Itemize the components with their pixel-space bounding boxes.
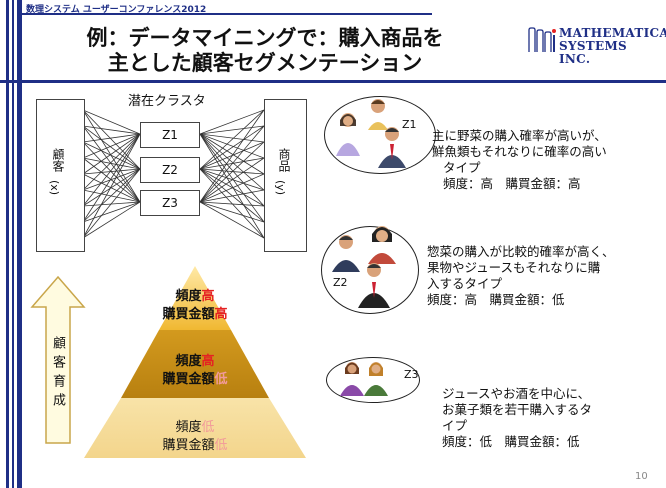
latent-cluster-label: 潜在クラスタ xyxy=(128,94,206,109)
pyramid-top-tier xyxy=(159,266,231,330)
logo-line2: SYSTEMS INC. xyxy=(559,39,628,66)
page-title-line1: 例：データマイニングで：購入商品を xyxy=(86,26,444,50)
logo-mark-icon xyxy=(528,27,556,52)
segment-z3-desc-4: 頻度：低 購買金額：低 xyxy=(442,434,580,449)
amount-value: 低 xyxy=(214,372,228,387)
pyramid-top-amount: 購買金額高 xyxy=(120,306,270,324)
customer-box: 顧客 (x) xyxy=(36,99,85,252)
growth-arrow-label: 顧客育成 xyxy=(50,336,65,412)
freq-label: 頻度 xyxy=(175,420,202,435)
segment-z3-label: Z3 xyxy=(404,368,419,381)
segment-z3-desc-1: ジュースやお酒を中心に、 xyxy=(442,386,591,401)
pyramid-middle-tier xyxy=(121,330,269,398)
left-bar-outer xyxy=(6,0,9,488)
segment-z1-label: Z1 xyxy=(402,118,417,131)
pyramid-bottom-tier xyxy=(84,398,306,458)
customer-pyramid xyxy=(84,266,306,458)
segment-z1-desc-4: 頻度：高 購買金額：高 xyxy=(443,176,581,191)
freq-label: 頻度 xyxy=(175,289,202,304)
product-label: 商品 xyxy=(277,148,291,172)
segment-z3-desc-3: イプ xyxy=(442,418,468,433)
amount-label: 購買金額 xyxy=(162,307,215,322)
amount-label: 購買金額 xyxy=(162,438,215,453)
segment-z2-desc-2: 果物やジュースもそれなりに購 xyxy=(427,260,601,275)
conference-name: 数理システム ユーザーコンファレンス2012 xyxy=(26,5,207,15)
segment-z2-desc-3: 入するタイプ xyxy=(427,276,503,291)
segment-z2-label: Z2 xyxy=(333,276,348,289)
product-variable: (y) xyxy=(274,180,287,196)
segment-z2-desc-1: 惣菜の購入が比較的確率が高く、 xyxy=(427,244,615,259)
segment-z1-desc-1: 主に野菜の購入確率が高いが、 xyxy=(432,128,607,143)
page-number: 10 xyxy=(635,471,648,482)
pyramid-bottom-amount: 購買金額低 xyxy=(120,437,270,455)
cluster-z3-box: Z3 xyxy=(140,190,200,216)
cluster-z1-box: Z1 xyxy=(140,122,200,148)
pyramid-top-freq: 頻度高 xyxy=(120,288,270,306)
segment-z3-desc-2: お菓子類を若干購入するタ xyxy=(442,402,593,417)
left-bar-middle xyxy=(12,0,14,488)
amount-value: 高 xyxy=(214,307,228,322)
segment-z1-desc-3: タイプ xyxy=(443,160,481,175)
pyramid-middle-freq: 頻度高 xyxy=(120,353,270,371)
company-logo: MATHEMATICAL SYSTEMS INC. xyxy=(527,24,666,66)
customer-label: 顧客 xyxy=(51,148,65,172)
customers-group-icon xyxy=(336,99,406,168)
freq-label: 頻度 xyxy=(175,354,202,369)
segment-z1-desc-2: 鮮魚類もそれなりに確率の高い xyxy=(432,144,607,159)
amount-label: 購買金額 xyxy=(162,372,215,387)
growth-arrow-icon xyxy=(30,275,86,444)
amount-value: 低 xyxy=(214,438,228,453)
page-title-line2: 主とした顧客セグメンテーション xyxy=(107,51,423,75)
customers-group-icon xyxy=(340,362,388,396)
segment-z2-desc-4: 頻度：高 購買金額：低 xyxy=(427,292,565,307)
logo-line1: MATHEMATICAL xyxy=(559,26,666,40)
customer-variable: (x) xyxy=(48,180,61,196)
cluster-z2-box: Z2 xyxy=(140,157,200,183)
header-rule-top xyxy=(22,13,432,15)
left-bar-inner xyxy=(17,0,22,488)
customers-group-icon xyxy=(332,226,396,308)
pyramid-middle-amount: 購買金額低 xyxy=(120,371,270,389)
freq-value: 低 xyxy=(201,420,215,435)
header-rule-bottom xyxy=(0,80,666,83)
product-box: 商品 (y) xyxy=(264,99,307,252)
pyramid-bottom-freq: 頻度低 xyxy=(120,419,270,437)
freq-value: 高 xyxy=(201,354,215,369)
freq-value: 高 xyxy=(201,289,215,304)
